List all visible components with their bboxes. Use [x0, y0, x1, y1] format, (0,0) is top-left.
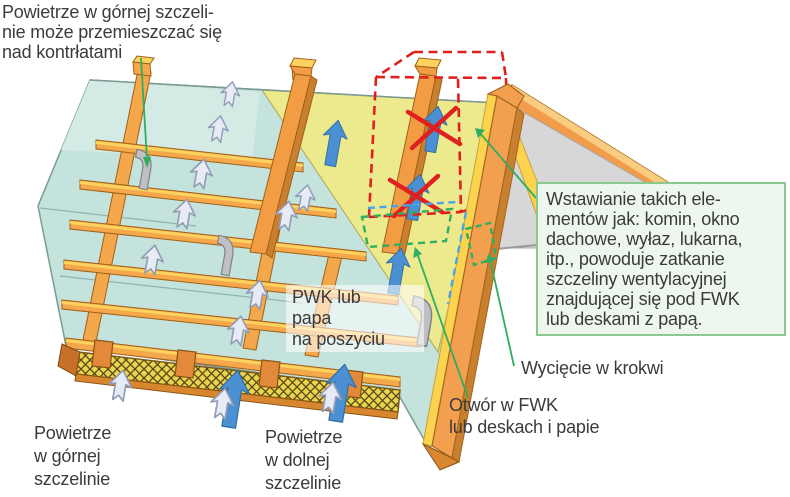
label-air-upper-gap: Powietrze w górnej szczelinie: [34, 423, 112, 489]
note-box-blockage: Wstawianie takich ele- mentów jak: komin…: [536, 182, 786, 336]
rafter-cut-outline: [464, 221, 498, 267]
label-air-over-counterbattens: Powietrze w górnej szczeli- nie może prz…: [2, 2, 222, 62]
blocked-x-icon: [387, 173, 445, 219]
hook-icon: [216, 234, 234, 277]
leader-top-note: [140, 57, 151, 168]
hidden-channel-dashed: [367, 200, 468, 305]
label-air-lower-gap: Powietrze w dolnej szczelinie: [265, 427, 343, 493]
gable-apex: [486, 83, 525, 109]
blocked-x-icon: [405, 105, 463, 151]
leader-blockage-note: [475, 128, 537, 199]
membrane-teal-upper-sheet: [61, 80, 260, 160]
gable-front-truss: [421, 83, 525, 471]
leader-rafter-cut: [485, 253, 515, 367]
label-opening-in-fwk: Otwór w FWK lub deskach i papie: [449, 395, 600, 437]
membrane-opening-outline: [360, 207, 454, 249]
leader-lines: [140, 57, 537, 399]
blocked-airflow-x-marks: [387, 105, 463, 219]
label-rafter-cut: Wycięcie w krokwi: [521, 358, 664, 378]
leader-opening: [413, 247, 469, 399]
label-pwk-membrane: PWK lub papa na poszyciu: [286, 285, 424, 352]
rafter-tail-blocks: [91, 339, 364, 399]
